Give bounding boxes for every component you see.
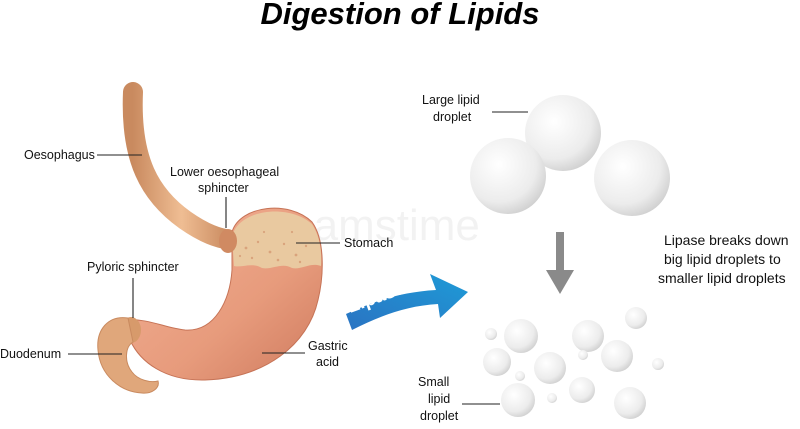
oesophagus-label: Oesophagus: [24, 148, 95, 162]
curved-arrow-icon: Lipase: [345, 274, 468, 330]
lower-sphincter-label-1: Lower oesophageal: [170, 165, 279, 179]
large-droplet: [470, 138, 546, 214]
explanation-line-1: Lipase breaks down: [664, 232, 789, 248]
small-droplet: [483, 348, 511, 376]
lipid-layer: [232, 211, 322, 269]
lipid-speckles: [238, 230, 308, 264]
explanation-line-3: smaller lipid droplets: [658, 270, 786, 286]
gastric-acid-label-2: acid: [316, 355, 339, 369]
small-droplet: [652, 358, 664, 370]
page-title: Digestion of Lipids: [261, 0, 540, 31]
small-droplet: [572, 320, 604, 352]
down-arrow-icon: [546, 232, 574, 294]
small-droplet: [485, 328, 497, 340]
small-droplet: [578, 350, 588, 360]
small-droplet-label-2: lipid: [428, 392, 450, 406]
pyloric-sphincter-label: Pyloric sphincter: [87, 260, 179, 274]
large-droplet-label-2: droplet: [433, 110, 472, 124]
small-droplet: [534, 352, 566, 384]
stomach-label: Stomach: [344, 236, 393, 250]
lower-oesophageal-sphincter: [219, 229, 237, 253]
large-droplets: [470, 95, 670, 216]
small-droplet-label-3: droplet: [420, 409, 459, 423]
large-droplet: [594, 140, 670, 216]
small-droplet: [614, 387, 646, 419]
small-droplet: [547, 393, 557, 403]
small-droplets: [483, 307, 664, 419]
duodenum-label: Duodenum: [0, 347, 61, 361]
duodenum: [97, 317, 159, 394]
large-droplet-label-1: Large lipid: [422, 93, 480, 107]
small-droplet: [625, 307, 647, 329]
explanation-line-2: big lipid droplets to: [664, 251, 781, 267]
oesophagus: [122, 82, 240, 250]
large-droplet: [525, 95, 601, 171]
small-droplet: [515, 371, 525, 381]
gastric-acid-label-1: Gastric: [308, 339, 348, 353]
small-droplet: [569, 377, 595, 403]
small-droplet-label-1: Small: [418, 375, 449, 389]
small-droplet: [501, 383, 535, 417]
small-droplet: [504, 319, 538, 353]
small-droplet: [601, 340, 633, 372]
lower-sphincter-label-2: sphincter: [198, 181, 249, 195]
